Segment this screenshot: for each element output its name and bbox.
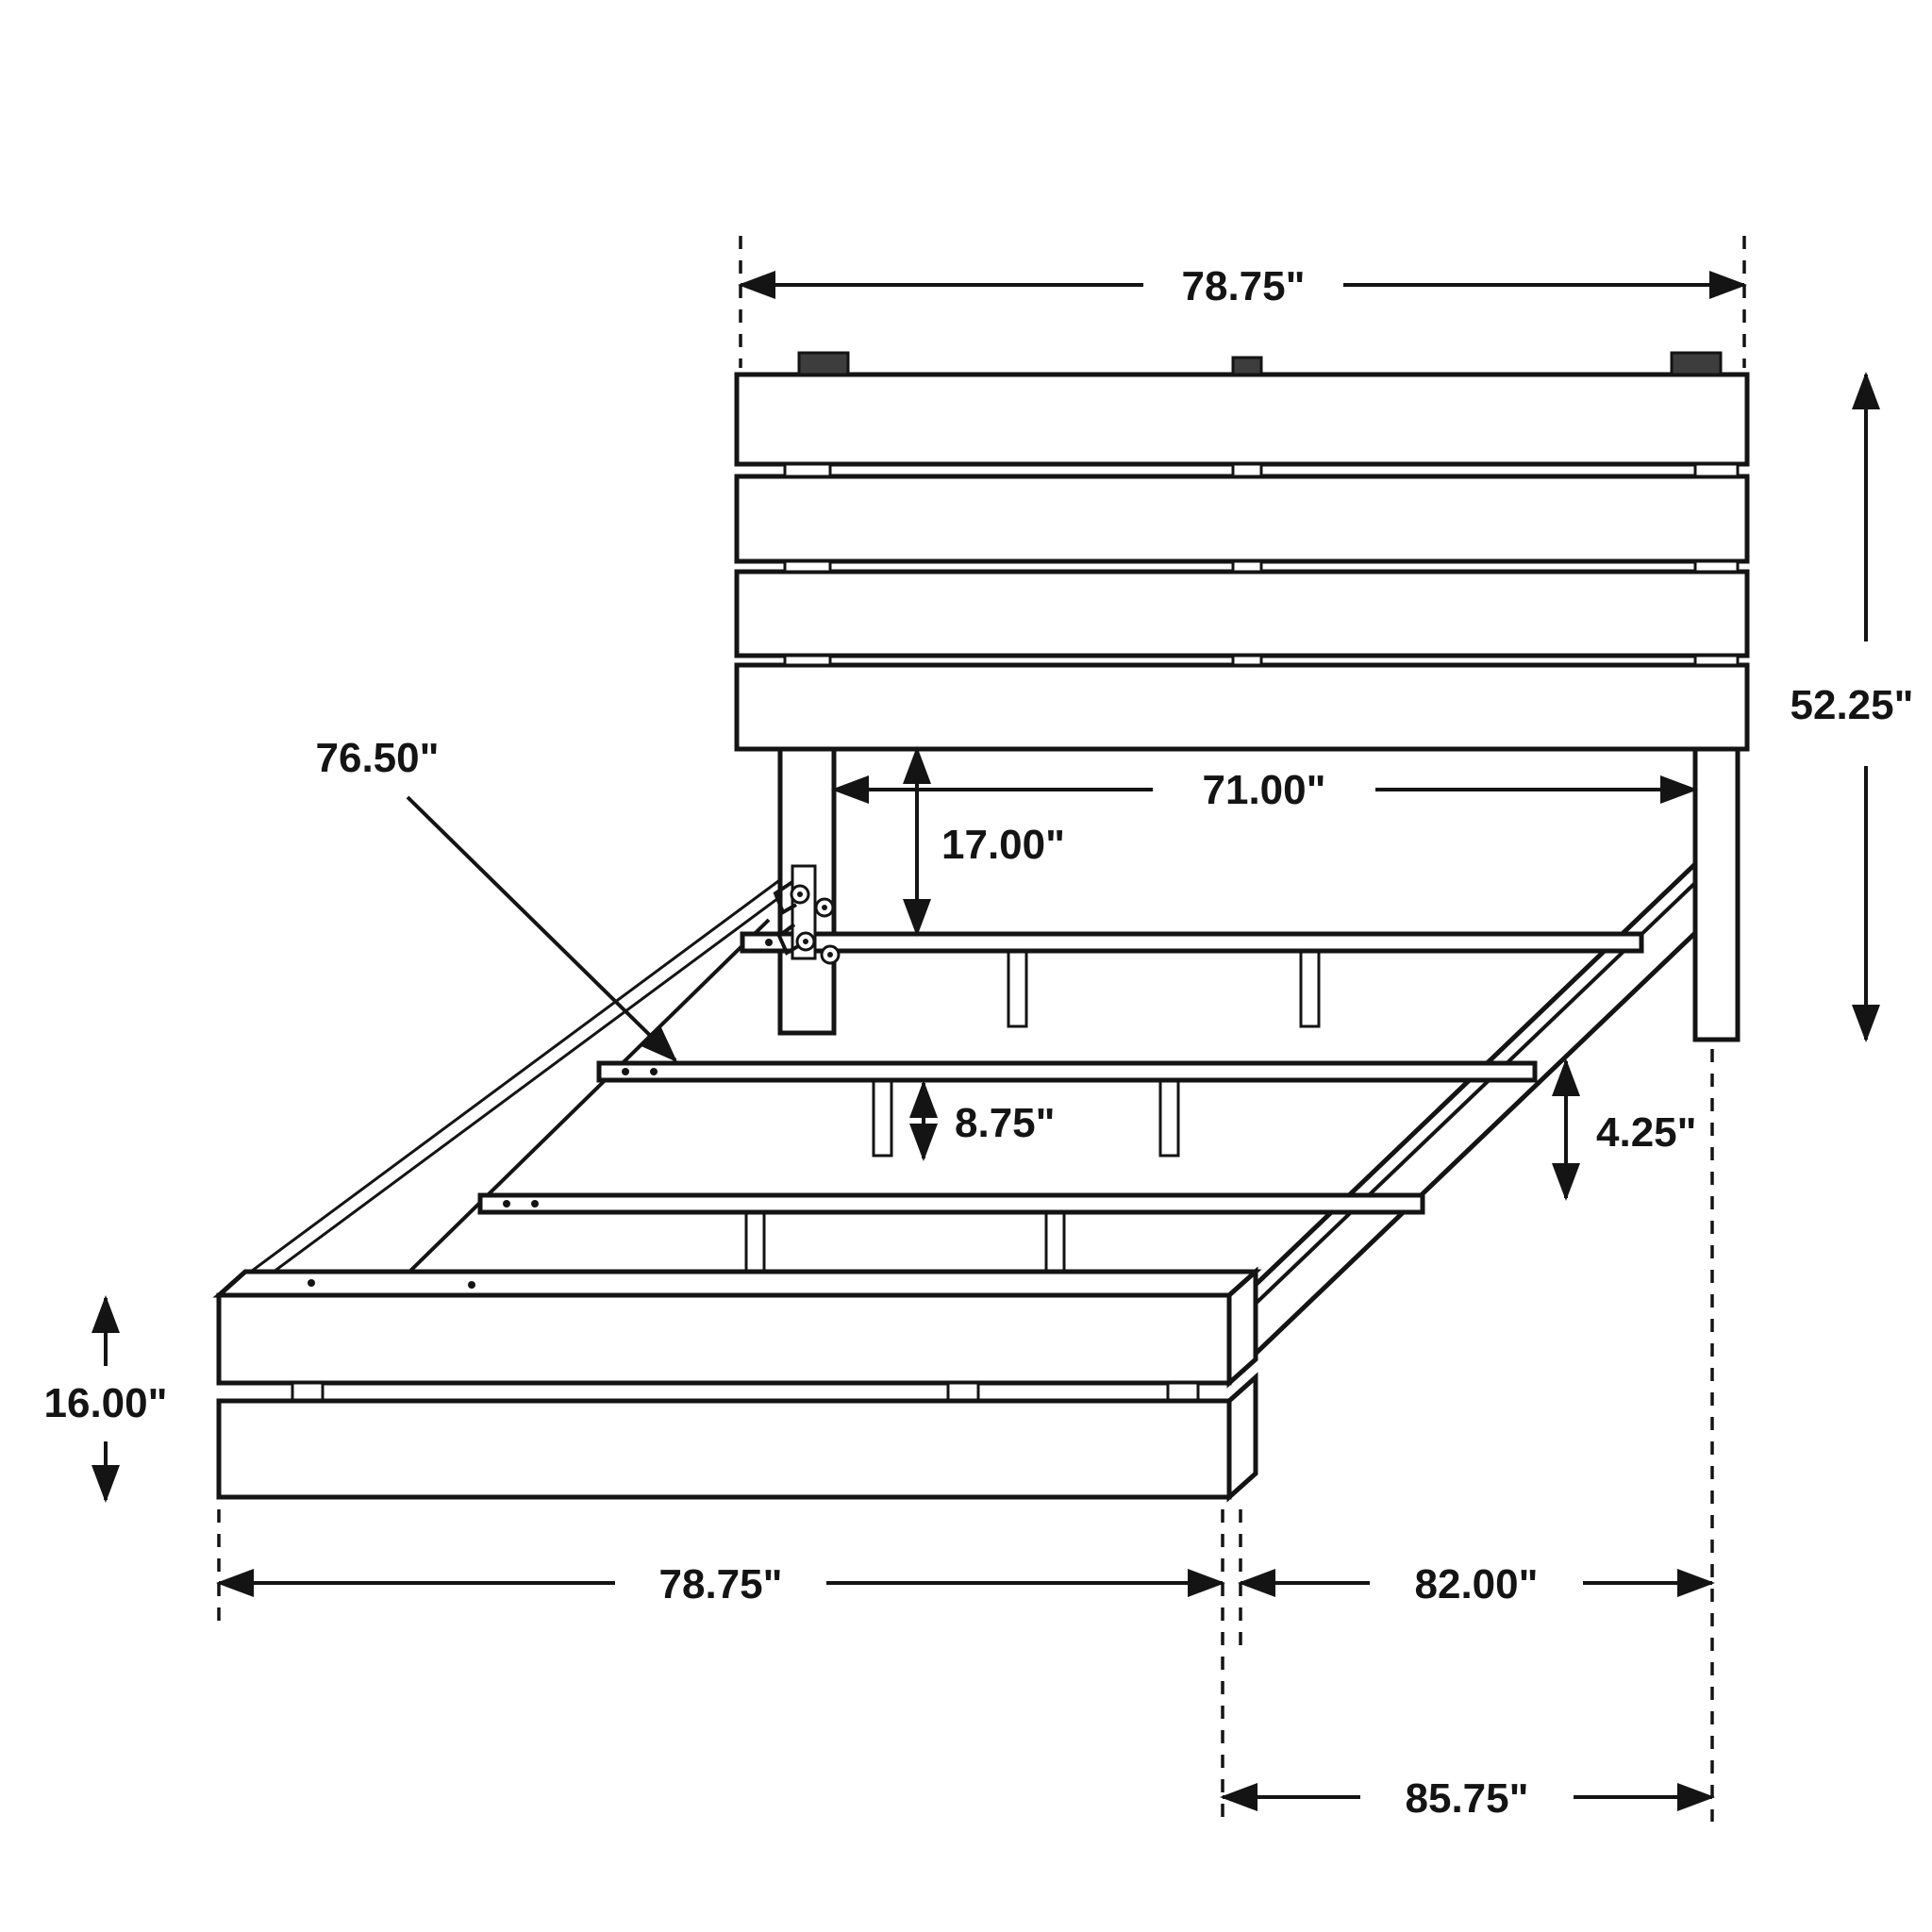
- dim-label-inner-width: 71.00": [1203, 767, 1326, 813]
- footboard: [212, 1266, 1262, 1503]
- dim-overall-length: 85.75": [1220, 1775, 1715, 1822]
- slat-rail-1-bar: [740, 931, 1644, 954]
- headboard-leg-right: [1692, 746, 1740, 1042]
- footboard-lower-side-face: [1226, 1372, 1258, 1503]
- dim-label-frame-length: 82.00": [1415, 1561, 1539, 1607]
- slat-rail-2-leg-a: [872, 1078, 893, 1158]
- headboard-slat-4: [734, 662, 1750, 752]
- rail-bracket-hardware: [773, 864, 841, 965]
- headboard-gap-spacers: [783, 462, 1740, 667]
- dim-label-headboard-width: 78.75": [1182, 263, 1306, 309]
- bracket-hook: [773, 880, 800, 956]
- dim-footboard-height: 16.00": [44, 1295, 168, 1503]
- dim-label-footboard-width: 78.75": [659, 1561, 783, 1607]
- slat-rail-3-bar: [477, 1192, 1425, 1215]
- dim-label-slat-length: 76.50": [316, 735, 440, 781]
- footboard-gap-spacers: [291, 1381, 1200, 1403]
- footboard-upper-board: [216, 1292, 1232, 1386]
- slat-rail-2-bar: [596, 1060, 1538, 1083]
- dim-label-overall-length: 85.75": [1406, 1775, 1529, 1822]
- slat-rails: [477, 931, 1644, 1290]
- leader-line: [406, 795, 678, 1063]
- slat-rail-2-leg-b: [1158, 1078, 1180, 1158]
- headboard-slat-3: [734, 569, 1750, 658]
- side-rail-left: [217, 871, 791, 1315]
- dim-headboard-to-slat: 17.00": [903, 746, 1065, 937]
- slat-rail-3: [477, 1192, 1425, 1290]
- side-rail-left-ledge: [404, 918, 771, 1277]
- slat-rail-1-leg-b: [1299, 949, 1321, 1028]
- headboard: [734, 351, 1750, 1042]
- slat-rail-2: [596, 1060, 1538, 1158]
- side-rail-right-inner-edge: [1236, 878, 1700, 1323]
- footboard-lower-board: [216, 1398, 1232, 1500]
- dim-label-rail-height: 4.25": [1596, 1109, 1697, 1156]
- dim-headboard-width: 78.75": [738, 236, 1747, 368]
- dim-footboard-width: 78.75": [216, 1509, 1225, 1822]
- headboard-slat-2: [734, 474, 1750, 564]
- dim-label-footboard-height: 16.00": [44, 1380, 168, 1426]
- dim-label-headboard-to-slat: 17.00": [941, 822, 1065, 868]
- dim-slat-clearance: 8.75": [909, 1080, 1056, 1161]
- headboard-slat-1: [734, 372, 1750, 467]
- slat-rail-1: [740, 931, 1644, 1028]
- dim-rail-height: 4.25": [1552, 1058, 1697, 1201]
- footboard-top-face: [212, 1269, 1262, 1298]
- headboard-top-tabs: [797, 351, 1723, 376]
- dim-headboard-height: 52.25": [1790, 372, 1914, 1042]
- dim-frame-length: 82.00": [1238, 1049, 1715, 1822]
- dim-label-headboard-height: 52.25": [1790, 682, 1914, 728]
- dim-slat-length: 76.50": [316, 735, 678, 1063]
- dimension-annotations: 78.75" 52.25" 76.50" 71.00" 17.00" 8.75": [44, 236, 1914, 1822]
- bed-structure: [212, 351, 1750, 1503]
- side-rail-left-edge: [217, 871, 791, 1315]
- dim-inner-width: 71.00": [831, 767, 1698, 813]
- dim-label-slat-clearance: 8.75": [955, 1100, 1056, 1146]
- slat-rail-1-leg-a: [1007, 949, 1028, 1028]
